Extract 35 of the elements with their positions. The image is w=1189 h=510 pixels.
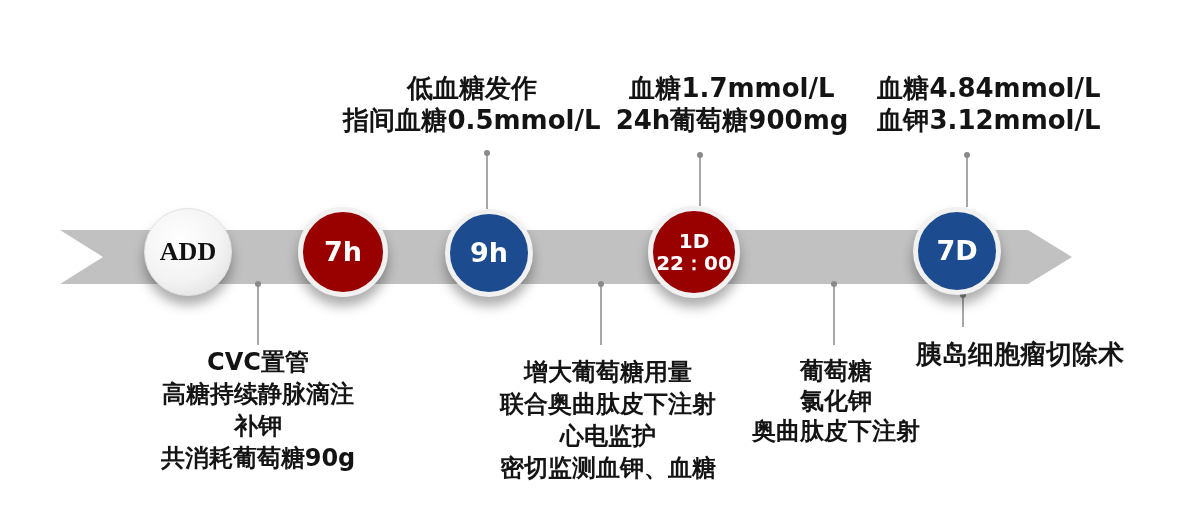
treatment-note: 共消耗葡萄糖90g <box>160 443 356 474</box>
leader-line <box>255 281 261 346</box>
treatment-note: 心电监护 <box>560 421 656 452</box>
event-note: 低血糖发作 <box>407 72 537 104</box>
timepoint-circle <box>144 208 232 296</box>
time-label: 9h <box>470 237 508 269</box>
leader-line <box>960 292 966 328</box>
leader-line <box>964 152 970 208</box>
time-label: 7h <box>324 236 362 268</box>
event-note: 血钾3.12mmol/L <box>877 104 1101 136</box>
event-note: 指间血糖0.5mmol/L <box>343 104 601 136</box>
timepoint-circle <box>445 209 533 297</box>
treatment-note: 高糖持续静脉滴注 <box>162 379 354 410</box>
timepoint-circle <box>913 207 1001 295</box>
time-label: 1D 22：00 <box>655 229 733 275</box>
event-note: 血糖4.84mmol/L <box>877 72 1101 104</box>
leader-line <box>598 281 604 346</box>
treatment-note: 氯化钾 <box>800 386 872 416</box>
treatment-note: 葡萄糖 <box>800 356 872 386</box>
time-label: 7D <box>936 235 978 267</box>
treatment-note: CVC置管 <box>207 347 309 378</box>
event-note: 血糖1.7mmol/L <box>629 72 835 104</box>
leader-line <box>831 281 837 346</box>
treatment-note: 增大葡萄糖用量 <box>524 357 692 388</box>
timepoint-circle <box>298 207 388 297</box>
time-label: ADD <box>159 237 217 267</box>
leader-line <box>697 152 703 207</box>
procedure-note: 胰岛细胞瘤切除术 <box>916 338 1124 370</box>
treatment-note: 补钾 <box>234 411 282 442</box>
treatment-note: 奥曲肽皮下注射 <box>752 416 920 446</box>
timepoint-circle <box>648 206 740 298</box>
treatment-note: 密切监测血钾、血糖 <box>500 453 716 484</box>
event-note: 24h葡萄糖900mg <box>615 104 849 136</box>
leader-line <box>484 150 490 210</box>
treatment-note: 联合奥曲肽皮下注射 <box>500 389 716 420</box>
